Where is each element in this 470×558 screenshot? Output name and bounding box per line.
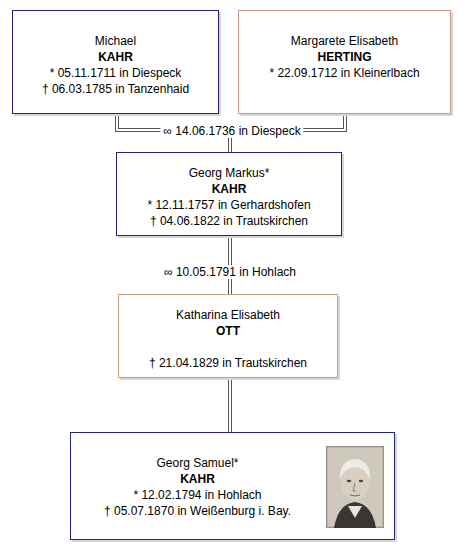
marriage-label: ∞ 10.05.1791 in Hohlach xyxy=(161,265,299,279)
person-box: Georg Markus*KAHR* 12.11.1757 in Gerhard… xyxy=(116,152,342,236)
given-name: Margarete Elisabeth xyxy=(239,33,450,49)
person-box: Margarete ElisabethHERTING* 22.09.1712 i… xyxy=(238,10,451,114)
life-date: * 12.02.1794 in Hohlach xyxy=(71,487,324,503)
life-date: † 06.03.1785 in Tanzenhaid xyxy=(13,81,218,97)
life-date: † 21.04.1829 in Trautskirchen xyxy=(119,355,337,371)
marriage-label: ∞ 14.06.1736 in Diespeck xyxy=(160,124,303,138)
surname: KAHR xyxy=(71,471,324,487)
life-date: † 04.06.1822 in Trautskirchen xyxy=(117,213,341,229)
person-box: MichaelKAHR* 05.11.1711 in Diespeck† 06.… xyxy=(12,10,219,114)
life-date: * 05.11.1711 in Diespeck xyxy=(13,65,218,81)
surname: KAHR xyxy=(13,49,218,65)
life-date: † 05.07.1870 in Weißenburg i. Bay. xyxy=(71,503,324,519)
family-line xyxy=(230,378,231,432)
person-box: Katharina ElisabethOTT † 21.04.1829 in Tr… xyxy=(118,294,338,378)
life-date: * 22.09.1712 in Kleinerlbach xyxy=(239,65,450,81)
portrait-photo xyxy=(326,446,384,528)
given-name: Georg Samuel* xyxy=(71,455,324,471)
surname: HERTING xyxy=(239,49,450,65)
life-date: * 12.11.1757 in Gerhardshofen xyxy=(117,197,341,213)
surname: OTT xyxy=(119,323,337,339)
given-name: Michael xyxy=(13,33,218,49)
surname: KAHR xyxy=(117,181,341,197)
given-name: Georg Markus* xyxy=(117,165,341,181)
given-name: Katharina Elisabeth xyxy=(119,307,337,323)
